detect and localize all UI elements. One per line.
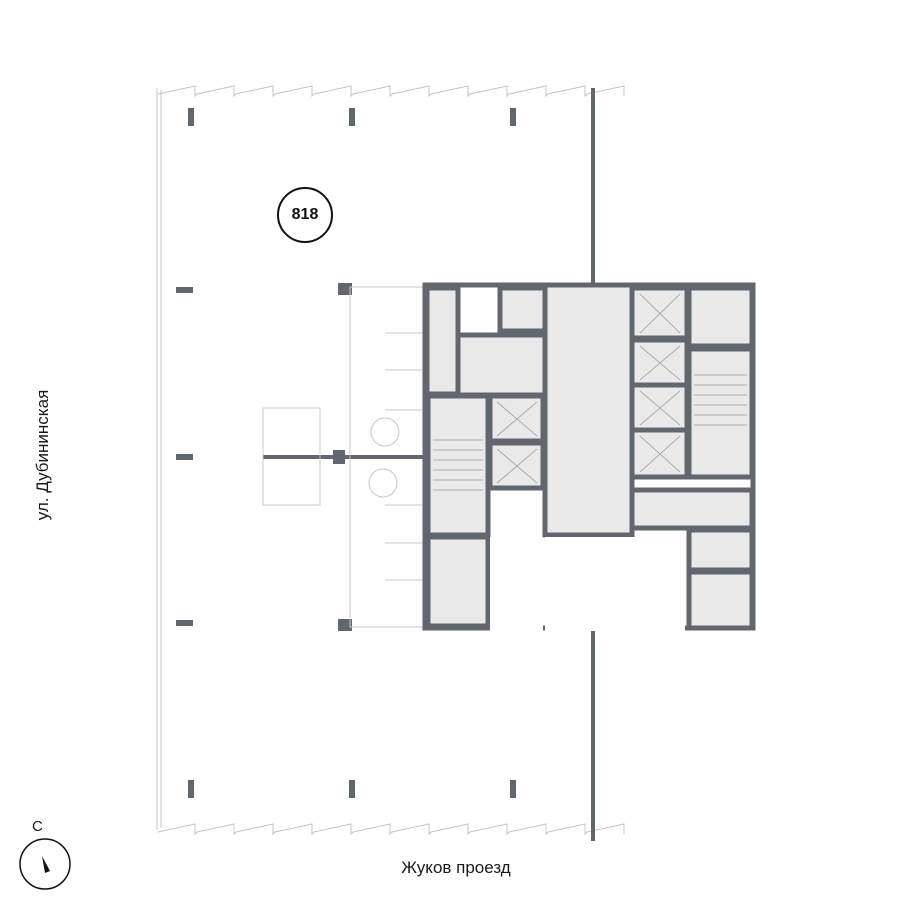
facade — [156, 85, 625, 836]
unit-number-badge[interactable]: 818 — [277, 187, 333, 243]
column — [349, 108, 355, 126]
street-label-left: ул. Дубининская — [33, 389, 52, 521]
elevator-crosses — [433, 293, 747, 491]
room — [686, 569, 755, 631]
room — [455, 332, 548, 398]
column — [349, 780, 355, 798]
column — [510, 780, 516, 798]
walls — [176, 88, 595, 841]
column — [510, 108, 516, 126]
column — [188, 780, 194, 798]
column — [188, 108, 194, 126]
column — [338, 283, 352, 295]
stair-left — [425, 393, 491, 538]
stair-right — [686, 346, 755, 480]
corridor — [629, 487, 755, 531]
column — [176, 454, 193, 460]
column — [176, 287, 193, 293]
room — [686, 285, 755, 349]
column — [338, 619, 352, 631]
lobby — [542, 282, 635, 538]
column — [176, 620, 193, 626]
void — [490, 537, 543, 631]
room — [425, 534, 491, 629]
room — [424, 285, 461, 397]
compass-north-label: С — [32, 818, 43, 835]
room — [497, 285, 548, 334]
street-label-bottom: Жуков проезд — [401, 858, 511, 877]
void — [545, 537, 685, 631]
room — [686, 527, 755, 573]
